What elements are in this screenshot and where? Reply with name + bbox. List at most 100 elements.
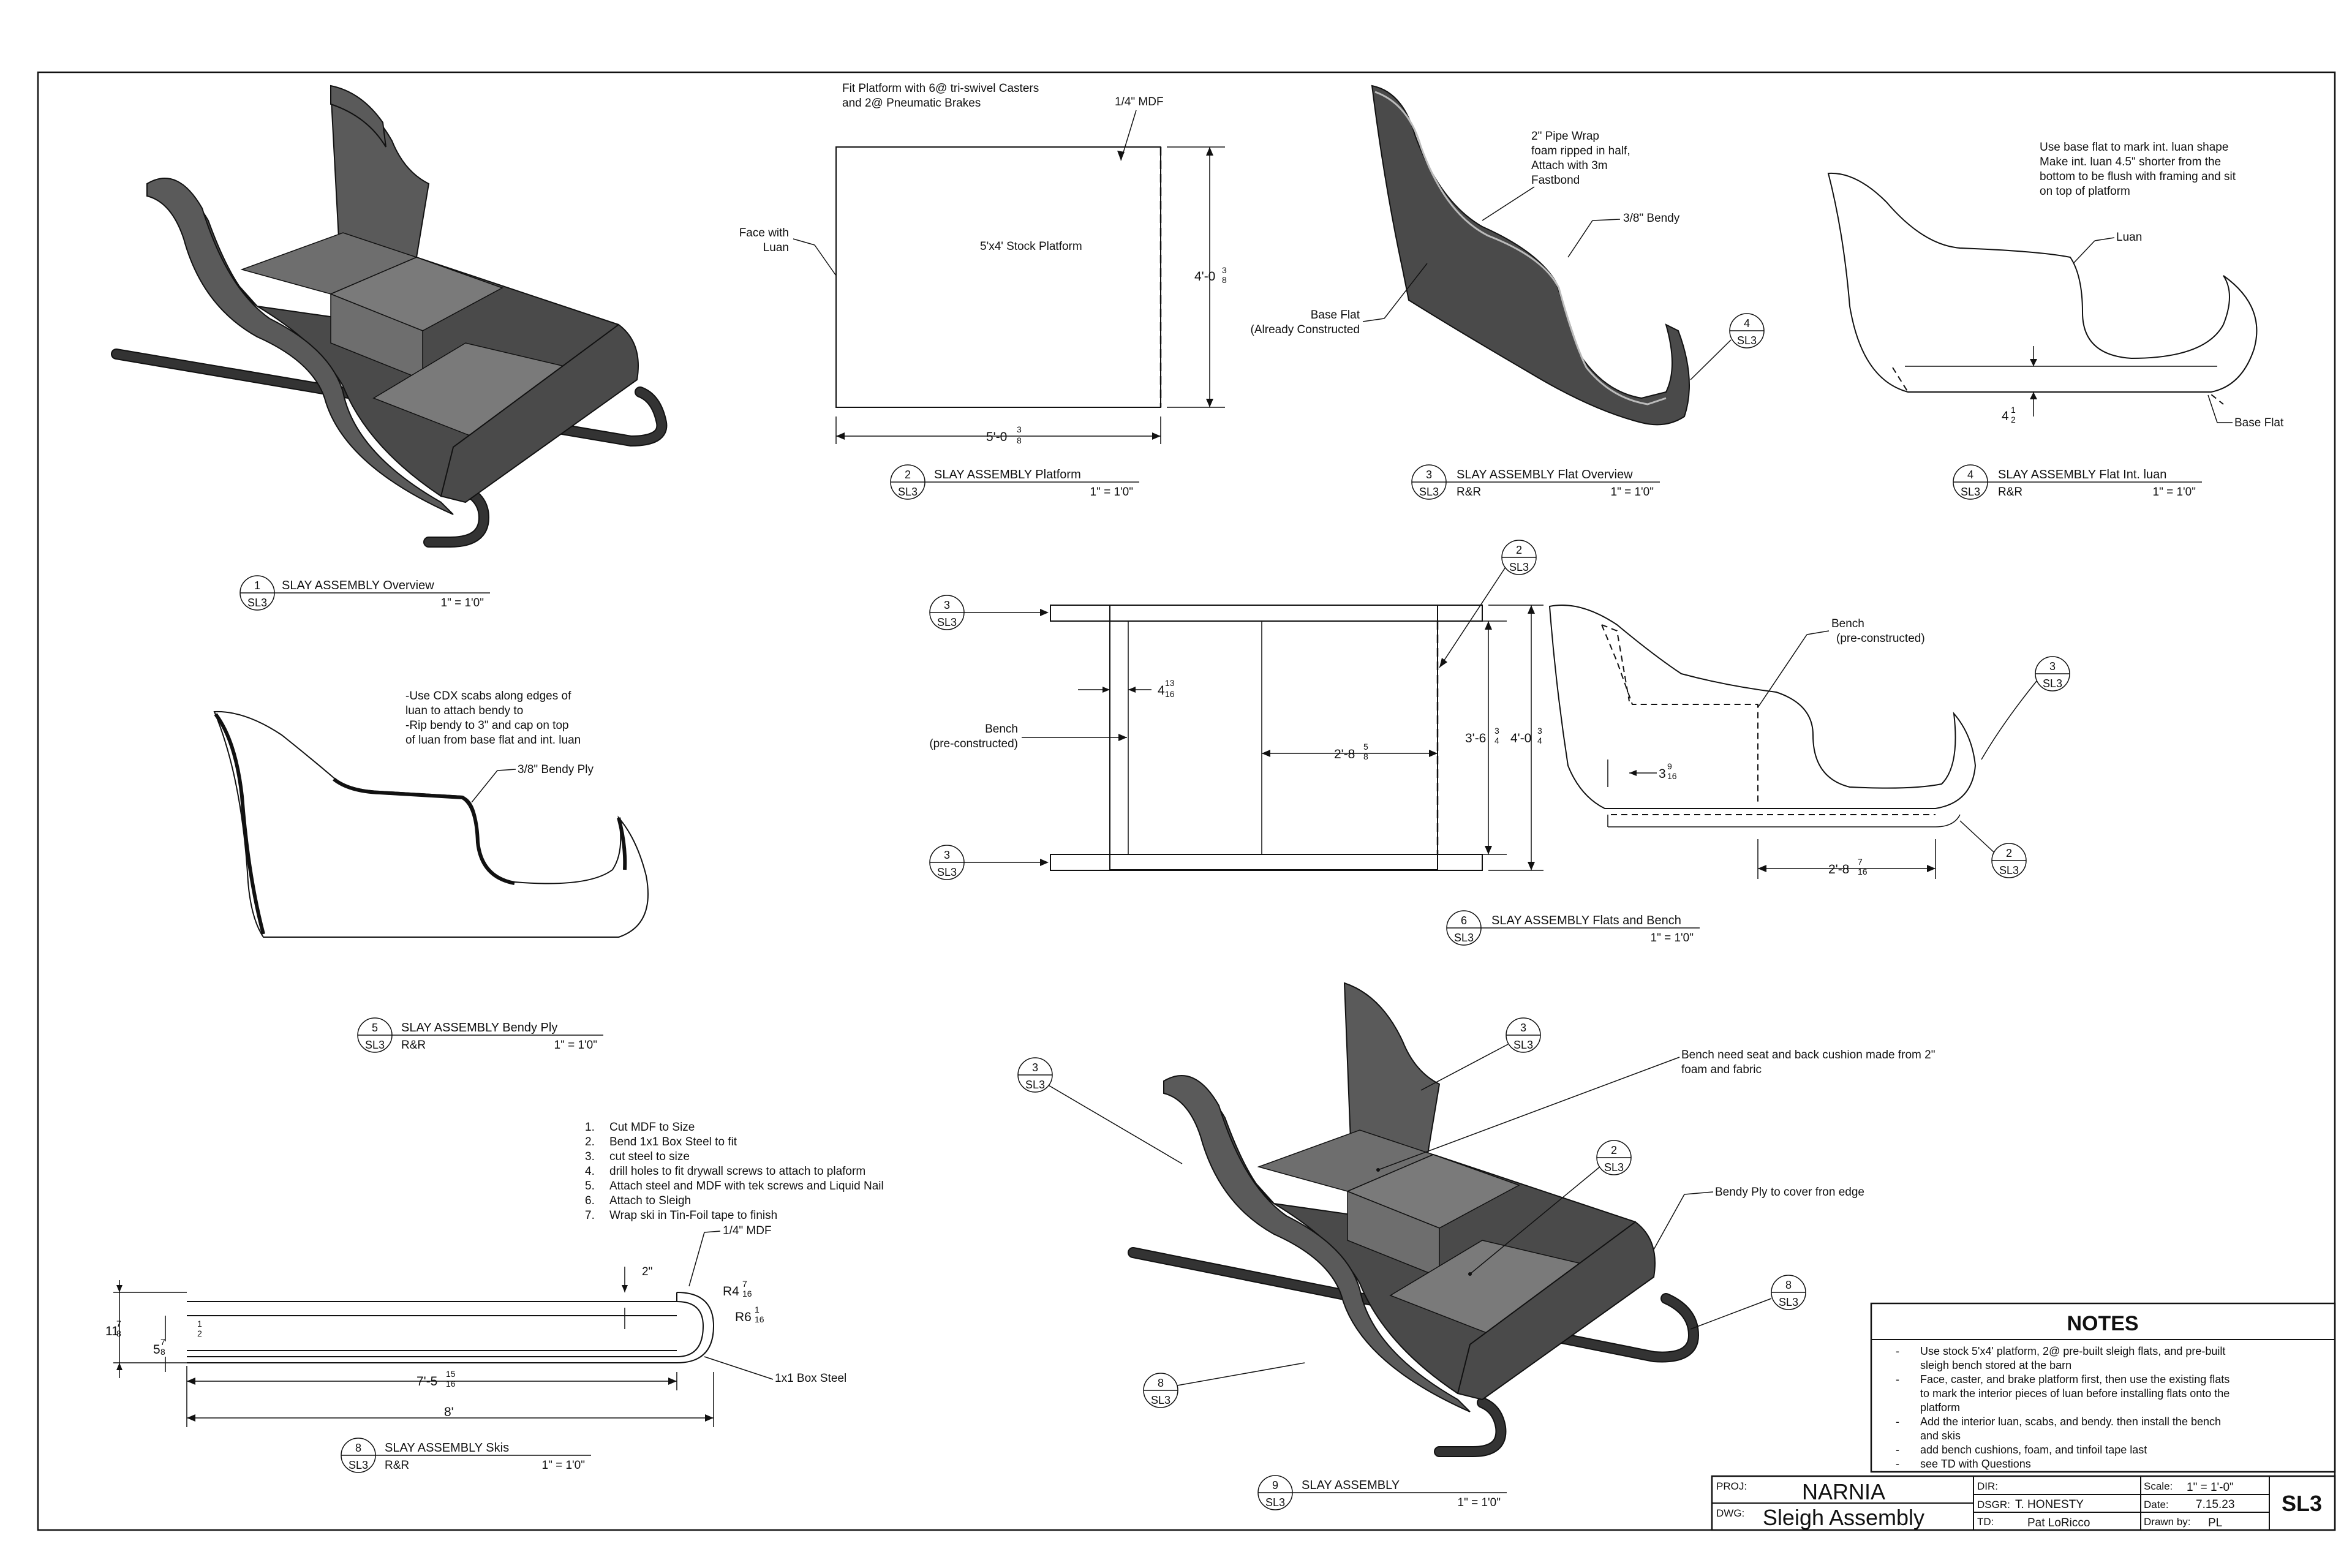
svg-text:Bend 1x1 Box Steel to fit: Bend 1x1 Box Steel to fit (609, 1136, 737, 1148)
svg-text:1" = 1'0": 1" = 1'0" (2153, 486, 2196, 499)
view-9-sleigh-assembly: Bench need seat and back cushion made fr… (1017, 982, 1935, 1457)
svg-text:add bench cushions, foam, and: add bench cushions, foam, and tinfoil ta… (1920, 1444, 2147, 1456)
svg-text:SLAY ASSEMBLY Flat Int. luan: SLAY ASSEMBLY Flat Int. luan (1998, 468, 2166, 481)
svg-text:1/4" MDF: 1/4" MDF (723, 1224, 772, 1237)
svg-text:Bendy Ply to cover fron edge: Bendy Ply to cover fron edge (1715, 1186, 1864, 1199)
svg-text:8: 8 (1222, 275, 1227, 285)
svg-text:15: 15 (446, 1369, 456, 1379)
svg-text:1: 1 (755, 1305, 760, 1314)
svg-text:7.15.23: 7.15.23 (2196, 1498, 2234, 1511)
notes-heading: NOTES (2067, 1312, 2138, 1335)
svg-text:Bench: Bench (1831, 617, 1864, 630)
view-5-bendy-ply: -Use CDX scabs along edges of luan to at… (213, 690, 649, 938)
svg-text:4: 4 (1744, 317, 1750, 330)
svg-text:-Rip bendy to 3" and cap on to: -Rip bendy to 3" and cap on top (405, 719, 569, 732)
svg-text:3.: 3. (585, 1150, 595, 1163)
svg-text:and 2@ Pneumatic Brakes: and 2@ Pneumatic Brakes (842, 97, 981, 110)
svg-text:4: 4 (1967, 469, 1973, 481)
svg-text:8: 8 (1017, 435, 1022, 445)
svg-text:and skis: and skis (1920, 1430, 1961, 1442)
svg-text:6: 6 (1461, 914, 1467, 927)
svg-text:Make int. luan 4.5" shorter fr: Make int. luan 4.5" shorter from the (2040, 156, 2221, 168)
svg-text:16: 16 (1858, 867, 1868, 876)
svg-text:5.: 5. (585, 1180, 595, 1193)
svg-text:2" Pipe Wrap: 2" Pipe Wrap (1531, 130, 1599, 143)
svg-text:Base Flat: Base Flat (2234, 417, 2284, 429)
svg-text:SL3: SL3 (1513, 1039, 1533, 1051)
svg-text:2: 2 (197, 1329, 202, 1338)
svg-text:16: 16 (742, 1289, 752, 1298)
view-4-flat-int-luan: Use base flat to mark int. luan shape Ma… (1827, 141, 2284, 429)
svg-text:16: 16 (446, 1379, 456, 1389)
sheet-number: SL3 (2282, 1491, 2322, 1516)
svg-text:(Already Constructed: (Already Constructed (1251, 323, 1360, 336)
svg-text:-Use CDX scabs along edges of: -Use CDX scabs along edges of (405, 690, 571, 703)
svg-text:3: 3 (1426, 469, 1432, 481)
ski-steps-list: 1. Cut MDF to Size 2. Bend 1x1 Box Steel… (585, 1121, 884, 1222)
svg-text:5: 5 (372, 1022, 378, 1034)
svg-text:3/8" Bendy: 3/8" Bendy (1623, 212, 1680, 225)
svg-text:2: 2 (905, 469, 911, 481)
svg-text:2.: 2. (585, 1136, 595, 1148)
svg-text:PROJ:: PROJ: (1716, 1480, 1747, 1492)
svg-text:platform: platform (1920, 1401, 1960, 1414)
svg-text:Base Flat: Base Flat (1311, 309, 1360, 322)
svg-text:1" = 1'0": 1" = 1'0" (554, 1039, 597, 1052)
svg-text:8: 8 (355, 1442, 361, 1454)
svg-text:4.: 4. (585, 1165, 595, 1178)
svg-text:5'x4' Stock Platform: 5'x4' Stock Platform (980, 240, 1082, 253)
svg-text:7.: 7. (585, 1209, 595, 1222)
svg-text:1/4" MDF: 1/4" MDF (1115, 96, 1164, 108)
svg-text:4: 4 (2002, 409, 2009, 423)
svg-text:SLAY ASSEMBLY: SLAY ASSEMBLY (1302, 1479, 1400, 1492)
svg-text:SL3: SL3 (2043, 677, 2062, 690)
svg-text:5: 5 (1363, 742, 1368, 752)
svg-text:1: 1 (254, 579, 260, 592)
svg-text:13: 13 (1165, 678, 1175, 688)
svg-text:SL3: SL3 (1025, 1079, 1045, 1091)
svg-text:SL3: SL3 (1604, 1161, 1624, 1174)
svg-text:3: 3 (1222, 265, 1227, 275)
svg-text:TD:: TD: (1977, 1516, 1994, 1528)
sheet-border (37, 71, 2336, 1531)
svg-text:1: 1 (2011, 405, 2016, 415)
svg-text:Drawn by:: Drawn by: (2144, 1516, 2191, 1528)
svg-text:SL3: SL3 (1454, 932, 1474, 944)
svg-text:Use base flat to mark int. lua: Use base flat to mark int. luan shape (2040, 141, 2228, 154)
svg-text:1" = 1'0": 1" = 1'0" (542, 1459, 585, 1472)
svg-text:1" = 1'0": 1" = 1'0" (1090, 486, 1133, 499)
svg-text:Luan: Luan (763, 241, 789, 254)
svg-text:-: - (1896, 1444, 1899, 1456)
notes-block: NOTES - Use stock 5'x4' platform, 2@ pre… (1870, 1302, 2336, 1473)
svg-text:SLAY ASSEMBLY Bendy Ply: SLAY ASSEMBLY Bendy Ply (401, 1021, 557, 1035)
svg-text:Use stock 5'x4' platform, 2@ p: Use stock 5'x4' platform, 2@ pre-built s… (1920, 1345, 2225, 1357)
svg-text:SLAY ASSEMBLY Platform: SLAY ASSEMBLY Platform (934, 468, 1081, 481)
view-5-title: 5 SL3 SLAY ASSEMBLY Bendy Ply R&R 1" = 1… (357, 1017, 603, 1053)
svg-text:16: 16 (1667, 771, 1677, 781)
svg-text:1" = 1'0": 1" = 1'0" (1611, 486, 1654, 499)
svg-text:Wrap ski in Tin-Foil tape to f: Wrap ski in Tin-Foil tape to finish (609, 1209, 777, 1222)
svg-text:SL3: SL3 (1151, 1394, 1170, 1406)
svg-text:8: 8 (1785, 1279, 1792, 1291)
svg-text:Pat LoRicco: Pat LoRicco (2027, 1517, 2090, 1529)
svg-text:5'-0: 5'-0 (986, 430, 1007, 444)
svg-text:to mark the interior pieces of: to mark the interior pieces of luan befo… (1920, 1387, 2230, 1400)
svg-text:4'-0: 4'-0 (1194, 270, 1215, 284)
svg-text:R&R: R&R (401, 1039, 426, 1052)
title-block: PROJ: NARNIA DWG: Sleigh Assembly DIR: D… (1711, 1475, 2336, 1531)
svg-text:3: 3 (944, 849, 950, 861)
svg-text:Fastbond: Fastbond (1531, 174, 1580, 187)
svg-text:Scale:: Scale: (2144, 1480, 2173, 1492)
svg-text:R4: R4 (723, 1284, 739, 1298)
svg-text:SL3: SL3 (1419, 486, 1439, 498)
svg-text:1x1 Box Steel: 1x1 Box Steel (775, 1372, 846, 1385)
svg-text:2: 2 (1516, 544, 1522, 556)
svg-text:cut steel to size: cut steel to size (609, 1150, 690, 1163)
svg-text:11: 11 (105, 1324, 119, 1338)
svg-text:Fit Platform with 6@ tri-swive: Fit Platform with 6@ tri-swivel Casters (842, 82, 1039, 95)
view-3-title: 3 SL3 SLAY ASSEMBLY Flat Overview R&R 1"… (1411, 464, 1660, 500)
svg-text:-: - (1896, 1345, 1899, 1357)
svg-text:3: 3 (1494, 726, 1499, 736)
svg-text:Cut MDF to Size: Cut MDF to Size (609, 1121, 695, 1134)
